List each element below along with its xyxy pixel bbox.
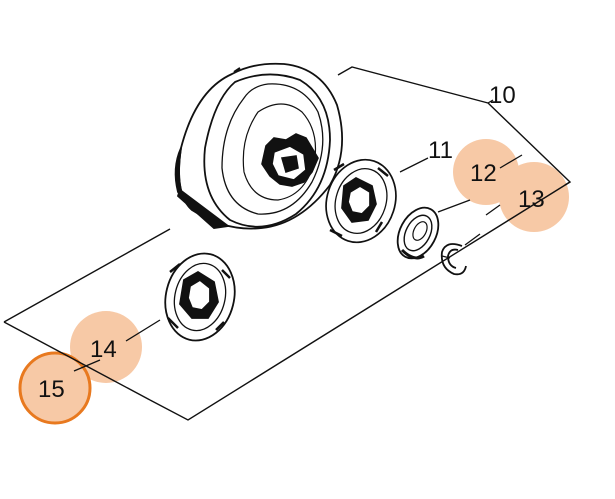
- rim-sprocket[interactable]: [316, 151, 407, 252]
- callout-10-label[interactable]: 10: [489, 82, 516, 109]
- callout-15-highlight[interactable]: [18, 351, 92, 425]
- leader-lines: [73, 99, 523, 372]
- callout-13-highlight[interactable]: [499, 162, 569, 232]
- callout-14-label[interactable]: 14: [90, 336, 117, 363]
- washer[interactable]: [389, 201, 446, 266]
- spur-sprocket[interactable]: [156, 246, 243, 348]
- callout-13-label[interactable]: 13: [518, 186, 545, 213]
- callout-11-label[interactable]: 11: [428, 137, 453, 164]
- e-clip[interactable]: [440, 243, 467, 276]
- clutch-drum[interactable]: [174, 62, 344, 230]
- callout-15-label[interactable]: 15: [38, 376, 65, 403]
- callout-12-label[interactable]: 12: [470, 160, 497, 187]
- drum-sprocket-hub: [261, 133, 319, 187]
